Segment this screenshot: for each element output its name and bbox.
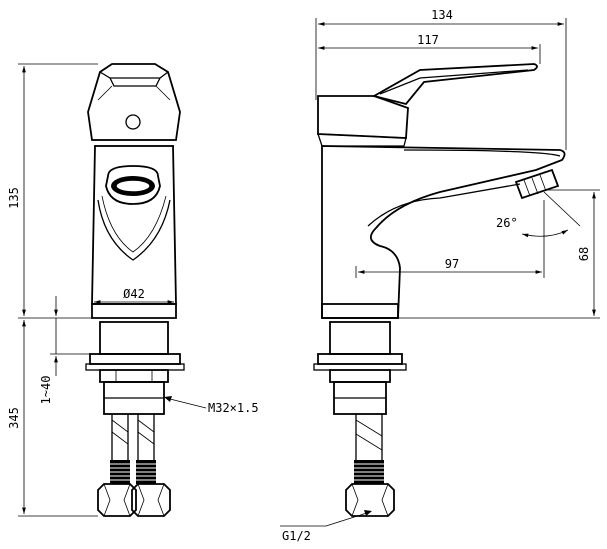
dim-spout-reach: 117: [417, 33, 439, 47]
side-cartridge-cap: [317, 95, 409, 139]
side-shank: [329, 321, 391, 355]
dim-body-diameter: Ø42: [123, 287, 145, 301]
front-base: [91, 303, 177, 319]
front-dimensions: 135 345 1~40 Ø42 M32×1.5: [7, 63, 259, 517]
dim-outlet-angle: 26°: [496, 216, 518, 230]
front-handle-indicator: [125, 114, 141, 130]
dim-outlet-height: 68: [577, 247, 591, 261]
side-lever: [371, 63, 538, 106]
front-shank: [99, 321, 169, 355]
dim-spout-projection: 97: [445, 257, 459, 271]
side-supply-hose: [345, 414, 395, 517]
dim-inlet-connection: G1/2: [282, 529, 311, 543]
front-supply-hoses: [97, 414, 171, 517]
dim-overall-width: 134: [431, 8, 453, 22]
side-aerator: [514, 168, 560, 200]
dim-below-deck-length: 345: [7, 407, 21, 429]
front-aerator: [105, 165, 161, 205]
front-view: [85, 63, 185, 517]
side-dimensions: 134 117 97 68 26° G1/2: [280, 8, 600, 543]
front-nut: [99, 369, 169, 383]
dim-height-above-deck: 135: [7, 187, 21, 209]
dim-thread-size: M32×1.5: [208, 401, 259, 415]
side-body: [321, 145, 566, 319]
side-view: [313, 63, 566, 517]
dim-deck-thickness: 1~40: [39, 376, 53, 405]
